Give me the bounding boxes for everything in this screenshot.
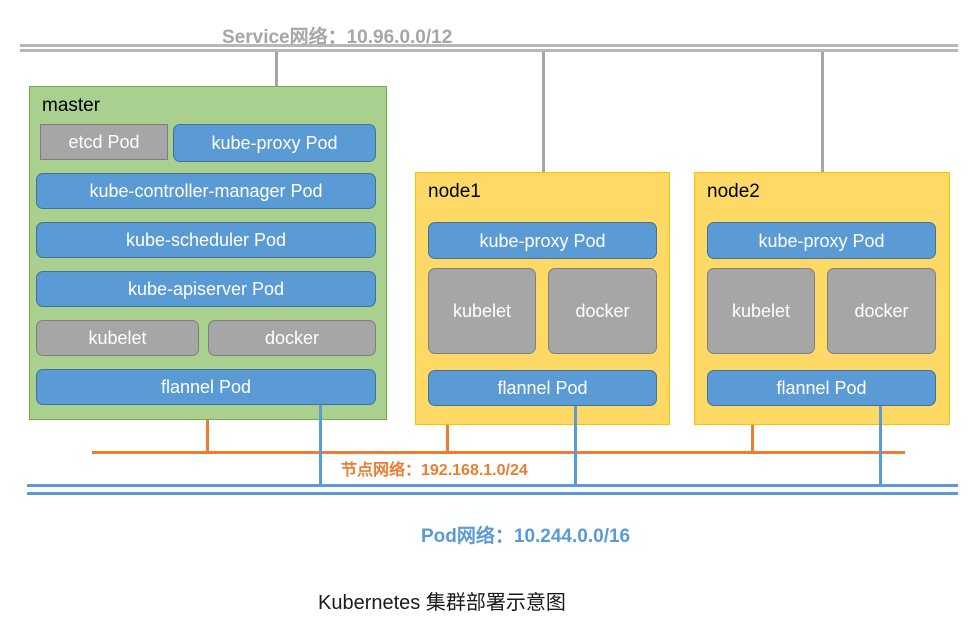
pod-network-connector-master [319,405,322,487]
component-master-kube-scheduler-pod[interactable]: kube-scheduler Pod [36,222,376,258]
diagram-caption: Kubernetes 集群部署示意图 [318,592,566,614]
service-bus-line-top [20,44,958,47]
component-master-etcd-pod[interactable]: etcd Pod [40,124,168,160]
component-node1-kube-proxy-pod[interactable]: kube-proxy Pod [428,222,657,259]
component-master-kube-apiserver-pod[interactable]: kube-apiserver Pod [36,271,376,307]
node-network-connector-node1 [446,425,449,453]
component-node1-docker[interactable]: docker [548,268,657,354]
component-node1-flannel-pod[interactable]: flannel Pod [428,370,657,406]
component-master-flannel-pod[interactable]: flannel Pod [36,369,376,405]
component-node2-kubelet[interactable]: kubelet [707,268,815,354]
component-node1-kubelet[interactable]: kubelet [428,268,536,354]
component-node2-kube-proxy-pod[interactable]: kube-proxy Pod [707,222,936,259]
service-bus-line-bottom [20,49,958,52]
pod-network-connector-node2 [879,406,882,487]
pod-bus-line-bottom [27,492,958,495]
service-network-bus [20,44,958,52]
service-network-label: Service网络：10.96.0.0/12 [222,27,453,48]
node-network-connector-master [206,420,209,453]
host-master-title: master [42,95,101,116]
host-node1-title: node1 [428,181,481,202]
pod-bus-line-top [27,484,958,487]
component-master-kube-controller-manager-pod[interactable]: kube-controller-manager Pod [36,173,376,209]
service-connector-node1 [542,52,545,225]
service-connector-node2 [821,52,824,225]
component-master-docker[interactable]: docker [208,320,376,356]
component-master-kube-proxy-pod[interactable]: kube-proxy Pod [173,124,376,162]
component-node2-flannel-pod[interactable]: flannel Pod [707,370,936,406]
node-network-label: 节点网络：192.168.1.0/24 [341,462,528,479]
pod-network-connector-node1 [574,406,577,487]
component-node2-docker[interactable]: docker [827,268,936,354]
pod-network-bus [27,484,958,495]
pod-network-label: Pod网络：10.244.0.0/16 [421,526,631,547]
node-network-connector-node2 [751,425,754,453]
component-master-kubelet[interactable]: kubelet [36,320,199,356]
node-network-bus [92,451,905,454]
host-node2-title: node2 [707,181,760,202]
